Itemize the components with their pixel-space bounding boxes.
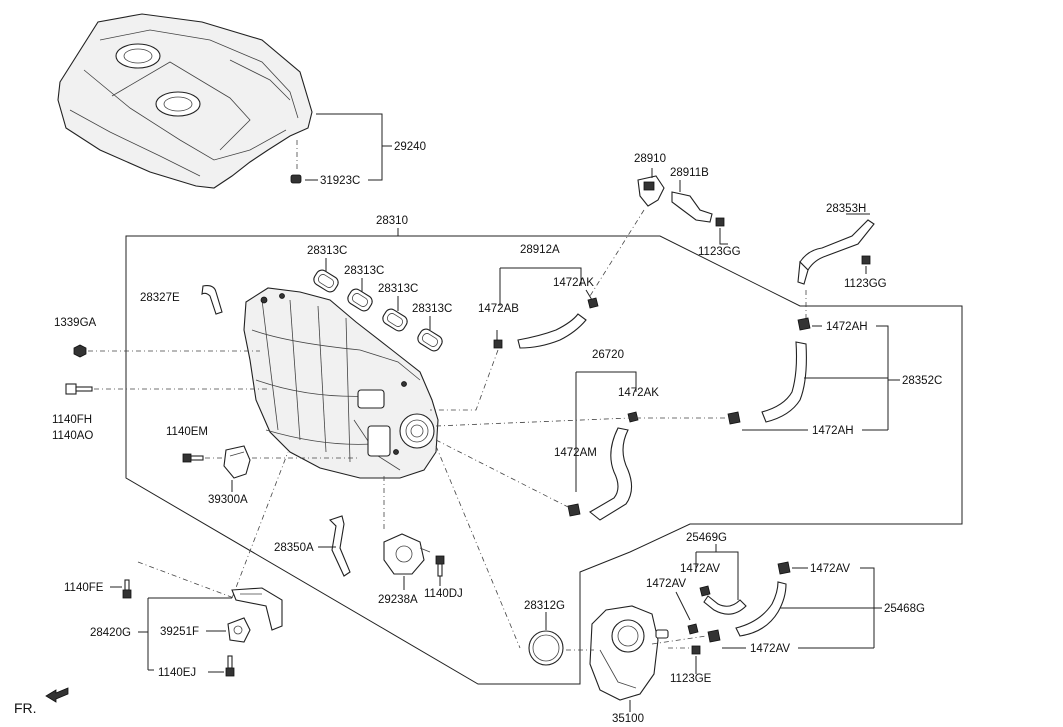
- clamp-1472am: [567, 503, 581, 517]
- label-39300a: 39300A: [208, 494, 248, 506]
- label-25469g: 25469G: [686, 532, 727, 544]
- label-1472ak-b: 1472AK: [618, 387, 659, 399]
- sensor-39251f: [227, 617, 251, 643]
- bracket-28911b: [671, 191, 713, 223]
- label-39251f: 39251F: [160, 626, 199, 638]
- label-front: FR.: [14, 700, 37, 716]
- bolt-1140fh: [65, 383, 270, 395]
- intake-manifold-illustration: [243, 287, 439, 479]
- hose-25468g: [735, 581, 787, 637]
- label-1140ao: 1140AO: [52, 430, 93, 442]
- label-1472am: 1472AM: [554, 447, 597, 459]
- clamp-1472ah-b: [727, 411, 741, 425]
- clamp-1472av-b: [687, 623, 699, 635]
- clamp-1472ak-a: [585, 289, 599, 309]
- hose-25469g: [703, 595, 747, 615]
- label-29240: 29240: [394, 141, 426, 153]
- clamp-1472av-c: [777, 561, 791, 575]
- bolt-1140dj: [435, 555, 445, 586]
- label-35100: 35100: [612, 713, 644, 725]
- bolt-1140em: [182, 453, 226, 463]
- label-28313c-b: 28313C: [344, 265, 384, 277]
- clamp-1472av-a: [699, 585, 711, 597]
- label-1472av-c: 1472AV: [810, 563, 850, 575]
- bolt-1140ej: [225, 655, 235, 677]
- pcv-hose-28327e: [201, 285, 223, 315]
- label-1140fh: 1140FH: [52, 414, 92, 426]
- engine-cover-illustration: [57, 13, 313, 189]
- label-28912a: 28912A: [520, 244, 560, 256]
- label-28352c: 28352C: [902, 375, 942, 387]
- label-28310: 28310: [376, 215, 408, 227]
- pipe-28353h: [797, 219, 875, 285]
- bolt-1123gg-b: [861, 255, 871, 274]
- label-28313c-a: 28313C: [307, 245, 347, 257]
- clamp-1472ah-a: [797, 317, 811, 331]
- front-direction-arrow-icon: [45, 687, 69, 703]
- label-29238a: 29238A: [378, 594, 418, 606]
- hose-28352c: [761, 341, 807, 423]
- hose-28350a: [328, 515, 351, 577]
- hose-28912a: [517, 313, 587, 349]
- clamp-1472av-d: [707, 629, 721, 643]
- label-25468g: 25468G: [884, 603, 925, 615]
- clamp-1472ab: [493, 330, 503, 349]
- label-1140ej: 1140EJ: [158, 667, 196, 679]
- clamp-1472ak-b: [627, 411, 639, 423]
- label-1472av-b: 1472AV: [646, 578, 686, 590]
- label-28327e: 28327E: [140, 292, 180, 304]
- label-1472ah-a: 1472AH: [826, 321, 868, 333]
- grommet-31923c: [290, 140, 302, 184]
- label-28313c-d: 28313C: [412, 303, 452, 315]
- label-1140em: 1140EM: [166, 426, 208, 438]
- nut-1339ga: [73, 344, 260, 358]
- label-28910: 28910: [634, 153, 666, 165]
- gaskets-28313c: [313, 269, 443, 352]
- label-28312g: 28312G: [524, 600, 565, 612]
- label-1472av-d: 1472AV: [750, 643, 790, 655]
- sensor-28910: [637, 175, 665, 207]
- label-1472ak-a: 1472AK: [553, 277, 594, 289]
- bolt-1140fe: [122, 451, 289, 599]
- label-28911b: 28911B: [670, 167, 709, 179]
- bolt-1123ge: [691, 645, 701, 674]
- label-1472av-a: 1472AV: [680, 563, 720, 575]
- bolt-1123gg-a: [715, 217, 728, 245]
- sensor-39300a: [223, 445, 360, 479]
- label-28313c-c: 28313C: [378, 283, 418, 295]
- label-1472ab: 1472AB: [478, 303, 519, 315]
- label-28353h: 28353H: [826, 203, 866, 215]
- bracket-28420g: [231, 587, 283, 631]
- gasket-28312g: [528, 630, 564, 666]
- label-1339ga: 1339GA: [54, 317, 97, 329]
- assembly-28310-boundary: [125, 228, 963, 685]
- label-28420g: 28420G: [90, 627, 131, 639]
- label-1140fe: 1140FE: [64, 582, 104, 594]
- hose-26720: [589, 427, 633, 521]
- label-26720: 26720: [592, 349, 624, 361]
- label-1472ah-b: 1472AH: [812, 425, 854, 437]
- label-1123gg-a: 1123GG: [698, 246, 741, 258]
- label-1123ge: 1123GE: [670, 673, 712, 685]
- label-1123gg-b: 1123GG: [844, 278, 887, 290]
- label-31923c: 31923C: [320, 175, 360, 187]
- throttle-body-35100: [589, 605, 669, 701]
- label-1140dj: 1140DJ: [424, 588, 463, 600]
- valve-29238a: [383, 476, 431, 575]
- label-28350a: 28350A: [274, 542, 314, 554]
